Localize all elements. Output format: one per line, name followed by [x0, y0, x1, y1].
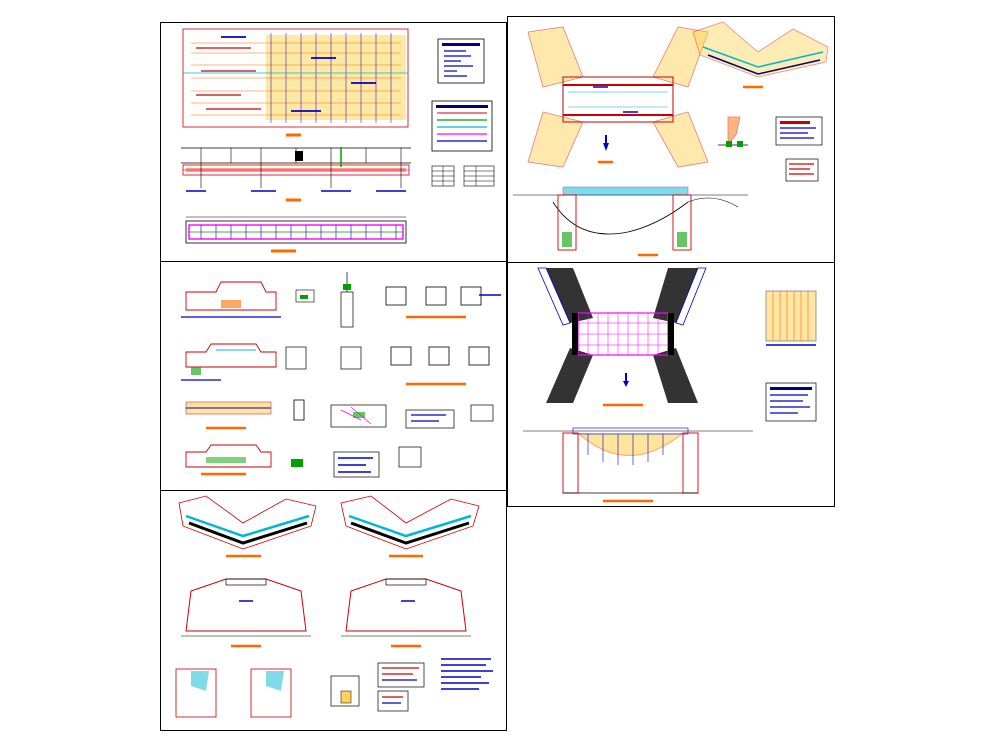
sheet-2-drawing: [513, 21, 829, 257]
detail-row-1: [181, 272, 501, 328]
bridge-elevation-middle: [181, 147, 411, 202]
bridge-profile: [513, 186, 748, 257]
section-details-bottom: [175, 658, 493, 718]
legend-box-2: [431, 100, 493, 152]
foundation-elevation-right: [341, 578, 471, 648]
sheet-2: [507, 16, 835, 263]
legend-box-3: [431, 165, 495, 187]
detail-row-3: [185, 399, 494, 430]
detail-row-2: [181, 343, 490, 386]
sheet-5: [160, 490, 507, 731]
bridge-plan-bottom: [185, 216, 407, 253]
sheet-1: [160, 22, 507, 262]
sheet-4: [507, 262, 835, 507]
bridge-elevation-top: [182, 28, 409, 137]
detail-1b: [295, 289, 315, 303]
foundation-elevation-left: [181, 578, 311, 648]
notes-box-2: [785, 158, 819, 182]
sheet-1-drawing: [181, 28, 495, 253]
legend-box-1: [437, 38, 485, 84]
deck-plan: [537, 267, 707, 407]
detail-row-4: [185, 444, 422, 478]
small-section-detail: [718, 116, 748, 147]
sheet-3-drawing: [181, 272, 501, 478]
sheet-3: [160, 261, 507, 492]
arch-profile: [523, 427, 753, 503]
detail-1c: [340, 272, 354, 328]
curved-wingwall-top-right: [692, 21, 829, 89]
curved-wingwall-plan-right: [340, 495, 480, 558]
curved-wingwall-plan-left: [178, 495, 317, 558]
reinforcement-detail: [765, 290, 817, 346]
notes-box-1: [775, 116, 823, 146]
sheet-5-drawing: [175, 495, 493, 718]
notes-box-3: [765, 382, 817, 422]
sheet-4-drawing: [523, 267, 817, 503]
wingwall-plan: [527, 26, 709, 168]
